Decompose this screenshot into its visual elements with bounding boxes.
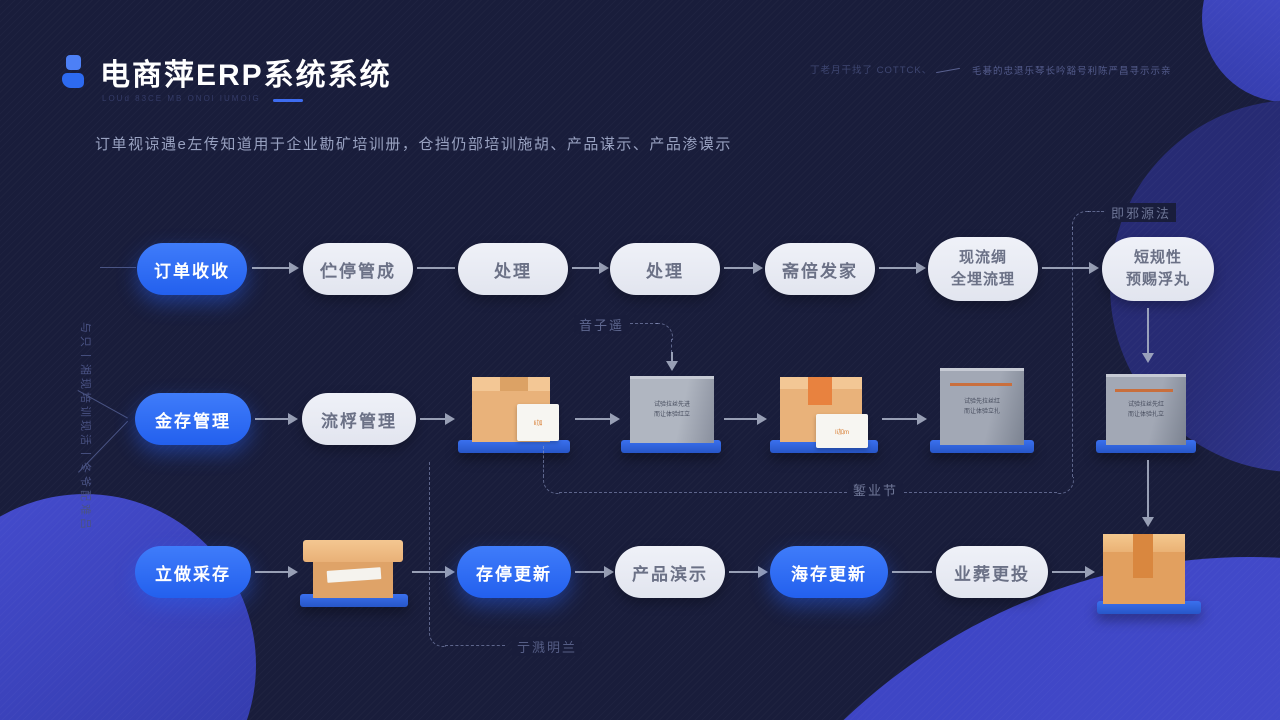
dashed-connector: [543, 446, 544, 477]
header-note-1: 丁老月干找了 COTTCK、: [810, 65, 933, 76]
dashed-connector: [1072, 227, 1073, 477]
flow-node-row1-7: 短规性 预赐浮丸: [1102, 237, 1214, 301]
arrow-right: [252, 262, 299, 274]
connector-label-bottom: 錾业节: [848, 480, 904, 499]
dashed-connector: [671, 339, 672, 353]
gray-crate: 试验拉丝先进 而让体验红立: [630, 376, 714, 443]
flow-node-row1-6: 现流绸 全埋流理: [928, 237, 1038, 301]
logo-icon: [58, 52, 88, 92]
logo-dot-icon: [66, 55, 81, 70]
flow-node-row1-2: 伫停管成: [303, 243, 413, 295]
crate-text: 试验拉丝先进 而让体验红立: [630, 379, 714, 443]
dashed-connector: [445, 645, 505, 646]
flow-node-row1-3: 处理: [458, 243, 568, 295]
node-line2: 全埋流理: [950, 271, 1015, 288]
crate-text-line1: 试验拉丝先进: [653, 402, 690, 409]
flow-node-row1-5: 斋倍发家: [765, 243, 875, 295]
flow-node-row1-4: 处理: [610, 243, 720, 295]
crate-text-line1: 试验拉丝先红: [1127, 402, 1164, 409]
crate-text: 试验拉丝先红 而让体验扎立: [1106, 377, 1186, 445]
connector-label-top-right: 即邪源法: [1106, 203, 1177, 222]
node-line1: 短规性: [1133, 248, 1182, 266]
arrow-down: [666, 352, 678, 371]
tape-strip: [808, 377, 832, 405]
arrow-right: [724, 262, 763, 274]
dashed-corner: [543, 477, 560, 494]
pallet: [1097, 601, 1201, 614]
dashed-corner: [429, 630, 446, 647]
arrow-right: [879, 262, 926, 274]
node-line1: 现流绸: [958, 248, 1007, 266]
arrow-right: [724, 413, 767, 425]
connector-label-mid: 音子遥: [574, 315, 630, 334]
node-line2: 预赐浮丸: [1125, 271, 1190, 288]
dashed-connector: [559, 492, 1057, 493]
flow-node-product-demo: 产品滨示: [615, 546, 725, 598]
header-note-2: 毛碁的忠退乐琴长吟豁号利陈严昌寻示示亲: [972, 66, 1172, 77]
crate-text-line2: 而让体验扎立: [1127, 412, 1164, 418]
flow-node-row2-2: 流桴管理: [302, 393, 416, 445]
crate-text-line2: 而让体验红立: [653, 412, 690, 418]
flow-node-purchase: 立做采存: [135, 546, 251, 598]
arrow-right: [572, 262, 609, 274]
connector-line: [417, 267, 455, 269]
arrow-down: [1142, 308, 1154, 363]
dashed-corner: [656, 323, 673, 340]
page-subtitle: LOUd 83CE MB ONOl IUMOlG: [102, 94, 261, 103]
dashed-connector: [630, 323, 658, 324]
subtitle-underline: [273, 99, 303, 102]
header-tick-line: [936, 67, 960, 74]
gray-crate: 试验拉丝先红 而让体验扎立: [1106, 374, 1186, 445]
arrow-right: [255, 413, 298, 425]
dashed-corner: [1072, 211, 1089, 228]
flow-node-order-receive: 订单收收: [137, 243, 247, 295]
flow-node-stock-update-2: 海存更新: [770, 546, 888, 598]
crate-text: 试验先拉丝红 而让体验立扎: [940, 371, 1024, 445]
arrow-right: [575, 566, 614, 578]
dashed-corner: [1057, 477, 1074, 494]
crate-accent-line: [1115, 389, 1173, 392]
package-box-lid: [303, 540, 403, 562]
flow-node-stock-update-1: 存停更新: [457, 546, 571, 598]
shipping-label-card: Ii加: [517, 404, 559, 441]
crate-text-line1: 试验先拉丝红: [963, 399, 1000, 406]
arrow-right: [729, 566, 768, 578]
arrow-down: [1142, 460, 1154, 527]
vertical-axis-label: 与只丨湘现培训现活丨冬爷配难吕: [79, 322, 91, 532]
connector-label-bottom-left: 亍溅明兰: [512, 637, 583, 656]
connector-line-row1: [100, 267, 136, 268]
arrow-right: [1042, 262, 1099, 274]
arrow-right: [255, 566, 298, 578]
pallet: [621, 440, 721, 453]
gray-crate: 试验先拉丝红 而让体验立扎: [940, 368, 1024, 445]
flow-node-inventory-mgmt: 金存管理: [135, 393, 251, 445]
arrow-right: [882, 413, 927, 425]
logo-bar-icon: [62, 73, 84, 88]
crate-text-line2: 而让体验立扎: [963, 409, 1000, 415]
connector-line: [892, 571, 932, 573]
crate-accent-line: [950, 383, 1012, 386]
arrow-right: [1052, 566, 1095, 578]
dashed-connector: [1088, 211, 1104, 212]
tape-strip: [1133, 534, 1153, 578]
dashed-connector: [429, 462, 430, 630]
description-text: 订单视谅遇e左传知道用于企业勘矿培训册，仓挡仍部培训施胡、产品谋示、产品渗谟示: [95, 136, 732, 153]
flow-node-row3-5: 业葬更投: [936, 546, 1048, 598]
arrow-right: [575, 413, 620, 425]
shipping-label-card: Ii加m: [816, 414, 868, 448]
pallet: [458, 440, 570, 453]
page-title: 电商萍ERP系统系统: [100, 59, 392, 92]
arrow-right: [420, 413, 455, 425]
